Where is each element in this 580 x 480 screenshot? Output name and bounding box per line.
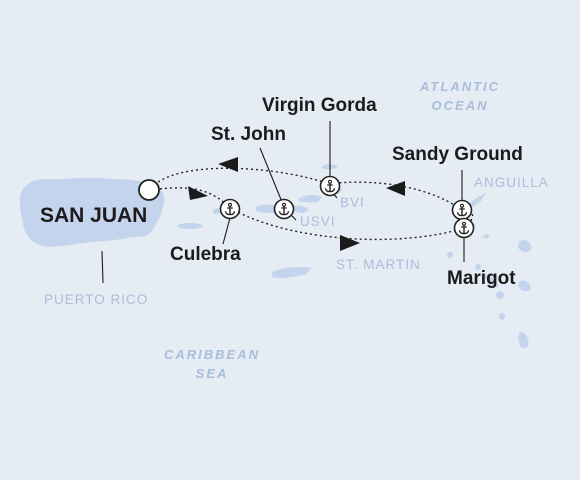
culebra-leader bbox=[222, 217, 231, 245]
marigot-label: Marigot bbox=[447, 268, 516, 289]
culebra-label: Culebra bbox=[170, 244, 241, 265]
cruise-route bbox=[149, 167, 474, 241]
nevis-island bbox=[496, 291, 505, 299]
st-kitts-island bbox=[484, 274, 499, 288]
start-circle-icon bbox=[138, 179, 160, 201]
st-eustatius-island bbox=[475, 264, 482, 270]
bvi-label: BVI bbox=[340, 195, 365, 210]
atlantic-ocean-line2: OCEAN bbox=[431, 98, 489, 113]
anchor-icon bbox=[319, 175, 341, 197]
arrowhead-icon bbox=[340, 235, 360, 251]
montserrat-island bbox=[499, 313, 506, 320]
atlantic-ocean-label: ATLANTIC OCEAN bbox=[420, 77, 500, 115]
guadeloupe-island bbox=[518, 332, 529, 348]
land-masses bbox=[19, 164, 532, 348]
st-john-island bbox=[290, 205, 309, 213]
usvi-label: USVI bbox=[300, 214, 336, 229]
anguilla-label: ANGUILLA bbox=[474, 175, 549, 190]
puerto-rico-leader bbox=[101, 250, 104, 284]
caribbean-sea-line2: SEA bbox=[195, 366, 229, 381]
puerto-rico-label: PUERTO RICO bbox=[44, 292, 149, 307]
atlantic-ocean-line1: ATLANTIC bbox=[420, 79, 501, 94]
caribbean-sea-line1: CARIBBEAN bbox=[164, 347, 260, 362]
anchor-icon bbox=[219, 198, 241, 220]
st-john-label: St. John bbox=[211, 124, 286, 145]
arrowhead-icon bbox=[386, 181, 405, 196]
arrowhead-icon bbox=[188, 186, 208, 200]
arrowhead-icon bbox=[218, 157, 238, 172]
san-juan-label: SAN JUAN bbox=[40, 204, 148, 227]
barbuda-island bbox=[518, 240, 532, 253]
virgin-gorda-label: Virgin Gorda bbox=[262, 95, 377, 116]
route-arrows bbox=[188, 157, 405, 251]
antigua-island bbox=[518, 280, 531, 292]
anchor-icon bbox=[451, 199, 473, 221]
st-barths-island bbox=[482, 234, 490, 239]
st-croix-island bbox=[272, 267, 311, 278]
route-return bbox=[149, 167, 474, 229]
anchor-icon bbox=[453, 217, 475, 239]
sandy-ground-label: Sandy Ground bbox=[392, 144, 523, 165]
st-john-leader bbox=[259, 147, 283, 203]
tortola-island bbox=[298, 194, 322, 203]
saba-island bbox=[447, 252, 454, 258]
caribbean-sea-label: CARIBBEAN SEA bbox=[164, 345, 260, 383]
puerto-rico-island bbox=[19, 177, 165, 247]
anchor-icon bbox=[273, 198, 295, 220]
vieques-island bbox=[177, 223, 203, 229]
st-martin-label: ST. MARTIN bbox=[336, 257, 421, 272]
